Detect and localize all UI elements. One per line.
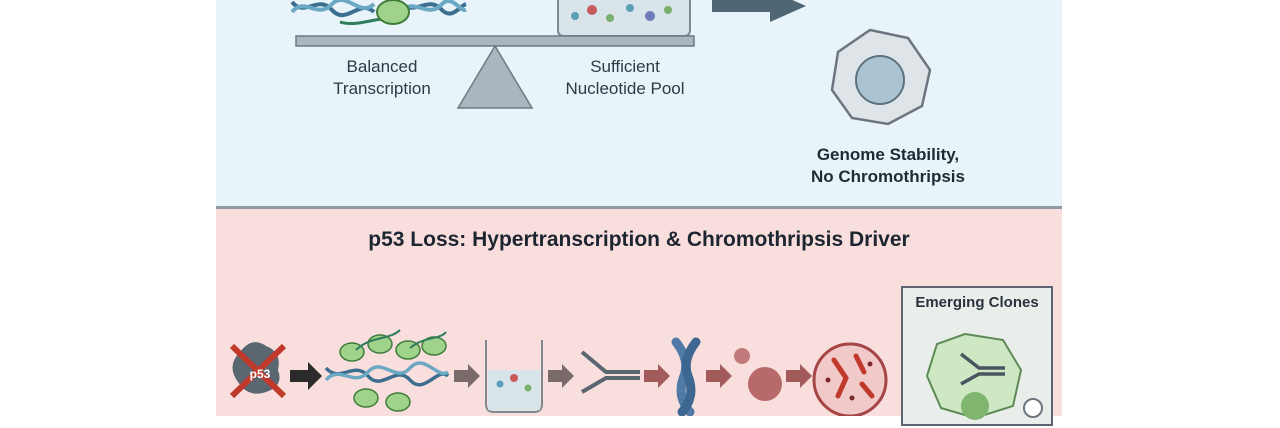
emerging-clone-cell-icon [925, 332, 1043, 420]
genome-stability-label: Genome Stability, No Chromothripsis [811, 145, 965, 186]
dna-helix-icon [290, 0, 467, 18]
chromothripsis-cell-icon [812, 342, 888, 416]
p53-crossed-icon [229, 342, 287, 399]
micronucleus-icon [734, 348, 782, 401]
balance-beam [295, 35, 695, 47]
balance-fulcrum [456, 44, 534, 109]
balanced-transcription-label: Balanced Transcription [333, 57, 431, 98]
emerging-clones-box: Emerging Clones [901, 286, 1053, 426]
normal-cell-icon [830, 28, 932, 126]
flow-arrow-1 [290, 362, 322, 390]
flow-arrow-5 [706, 364, 732, 388]
flow-arrow-2 [454, 364, 480, 388]
sufficient-nucleotide-pool-label: Sufficient Nucleotide Pool [565, 57, 685, 98]
flow-arrow-3 [548, 364, 574, 388]
nucleotide-beaker-icon [557, 0, 691, 37]
outcome-arrow-icon [712, 0, 806, 22]
flow-arrow-4 [644, 364, 670, 388]
emerging-clones-label: Emerging Clones [915, 294, 1039, 311]
rna-polymerase-icon [339, 0, 410, 25]
flow-arrow-6 [786, 364, 812, 388]
panel-divider [216, 206, 1062, 209]
chromosome-icon [671, 337, 701, 416]
hypertranscription-dna-icon [324, 329, 450, 412]
replication-fork-icon [580, 350, 640, 394]
p53-label: p53 [249, 367, 271, 381]
depleted-nucleotide-beaker-icon [485, 340, 543, 413]
illustration-layer [229, 0, 932, 416]
p53-loss-title: p53 Loss: Hypertranscription & Chromothr… [368, 228, 910, 251]
